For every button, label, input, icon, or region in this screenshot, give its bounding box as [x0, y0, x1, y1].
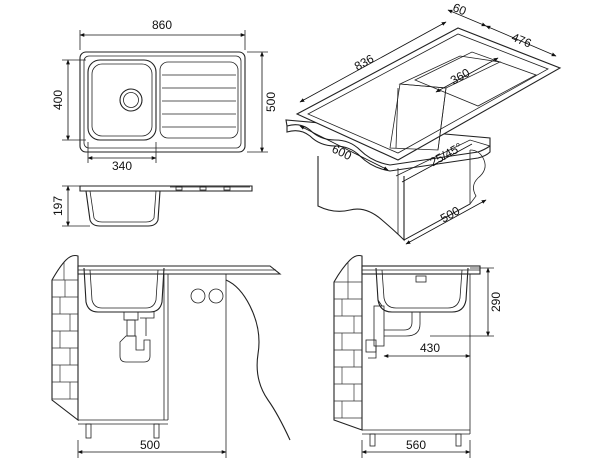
dim-iso-rim: 60 [451, 0, 469, 18]
drainer-grooves [159, 61, 239, 139]
dim-height: 197 [51, 196, 65, 216]
dim-width: 860 [152, 18, 172, 32]
dim-side-cabinet: 560 [406, 438, 426, 452]
dim-iso-cabinet-depth: 600 [330, 142, 354, 164]
dim-iso-cabinet-width: 500 [438, 203, 463, 225]
top-view: 860 500 400 340 [51, 18, 278, 173]
dim-bowl-width: 340 [112, 159, 132, 173]
dim-front-cabinet: 500 [140, 438, 160, 452]
overflow-icon [415, 275, 427, 283]
fitting-icon [190, 288, 206, 304]
outlet-pipe [365, 299, 421, 359]
bowl [87, 59, 157, 141]
dim-side-height: 290 [489, 292, 503, 312]
dim-bowl-depth: 400 [51, 90, 65, 110]
dim-iso-length: 836 [352, 51, 377, 73]
dim-depth: 500 [264, 92, 278, 112]
fitting-icon [208, 288, 224, 304]
side-section: 290 430 560 [333, 254, 503, 458]
side-profile: 197 [51, 185, 253, 227]
dim-iso-depth: 476 [510, 30, 534, 51]
drain-icon [119, 88, 143, 112]
siphon [119, 311, 155, 363]
sink-outline [79, 51, 246, 153]
isometric-view: 836 60 476 360 600 25/45° 500 [285, 0, 562, 245]
front-section: 500 [51, 254, 291, 458]
dim-side-outlet: 430 [420, 341, 440, 355]
